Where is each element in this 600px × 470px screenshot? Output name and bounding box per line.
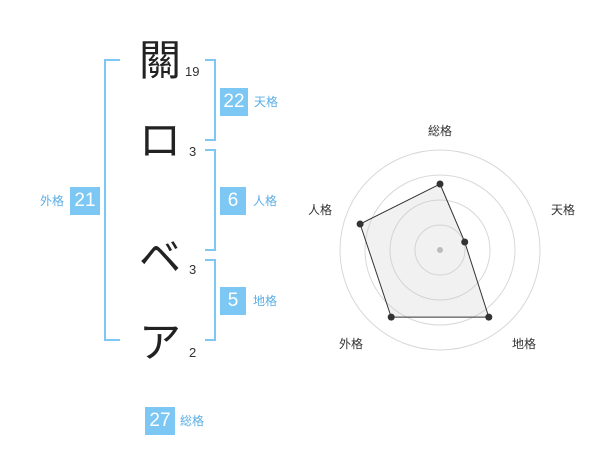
- jinkaku-value: 6: [220, 187, 246, 215]
- name-char-2: ロ: [138, 116, 181, 165]
- radar-point-4: [356, 220, 364, 228]
- radar-label-jinkaku: 人格: [307, 203, 332, 217]
- name-char-3: ベ: [138, 233, 181, 282]
- stroke-count-3: 3: [189, 262, 197, 277]
- jinkaku-label: 人格: [253, 194, 278, 208]
- chikaku-label: 地格: [253, 294, 278, 308]
- outer-bracket: [104, 59, 120, 341]
- radar-label-soukaku: 総格: [427, 124, 452, 138]
- stroke-count-4: 2: [189, 345, 197, 360]
- chikaku-value: 5: [220, 287, 246, 315]
- name-char-4: ア: [138, 318, 181, 367]
- radar-label-tenkaku: 天格: [550, 203, 575, 217]
- radar-point-2: [485, 313, 493, 321]
- radar-label-gaikaku: 外格: [338, 337, 363, 351]
- gaikaku-label: 外格: [40, 194, 65, 208]
- stroke-count-1: 19: [185, 64, 200, 79]
- tenkaku-value: 22: [220, 88, 248, 116]
- chikaku-bracket: [205, 259, 216, 341]
- radar-center: [437, 247, 443, 253]
- radar-label-chikaku: 地格: [511, 337, 536, 351]
- radar-point-1: [461, 238, 469, 246]
- soukaku-label: 総格: [180, 414, 205, 428]
- tenkaku-label: 天格: [254, 95, 279, 109]
- radar-ring-4: [339, 149, 541, 351]
- radar-point-3: [387, 313, 395, 321]
- tenkaku-bracket: [205, 59, 216, 141]
- radar-polygon: [359, 183, 490, 318]
- stroke-count-2: 3: [189, 144, 197, 159]
- radar-ring-3: [364, 174, 516, 326]
- radar-ring-1: [414, 224, 466, 276]
- jinkaku-bracket: [205, 149, 216, 251]
- radar-ring-2: [389, 199, 491, 301]
- name-char-1: 關: [138, 36, 181, 85]
- soukaku-value: 27: [145, 407, 175, 435]
- gaikaku-value: 21: [70, 187, 100, 215]
- radar-point-0: [436, 180, 444, 188]
